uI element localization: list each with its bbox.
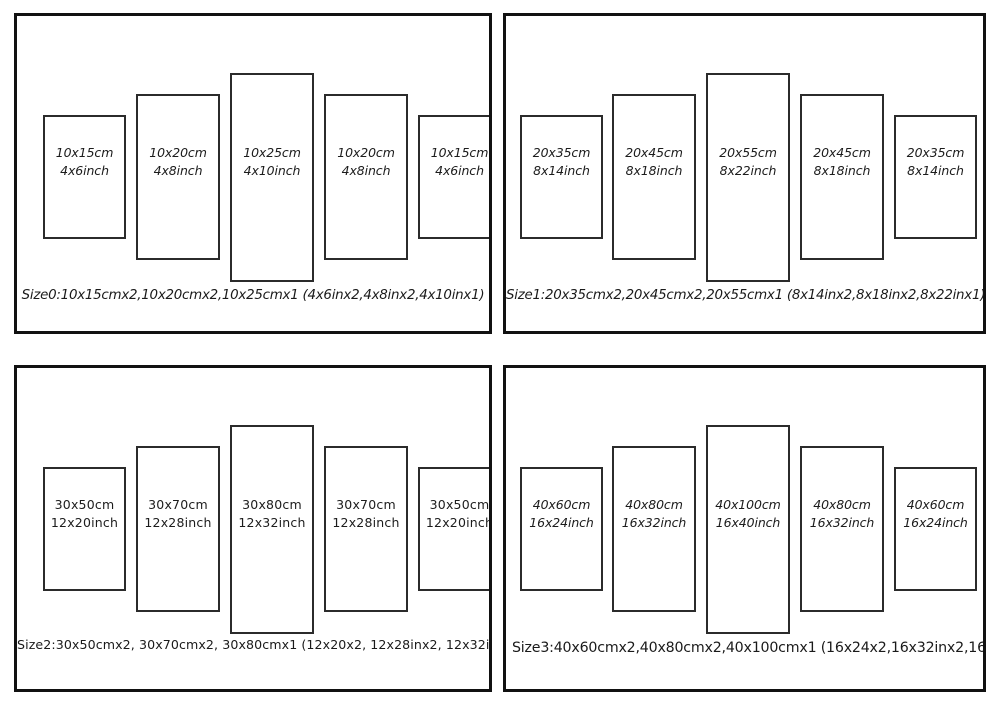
canvas-frame[interactable] — [800, 94, 884, 260]
canvas-frame[interactable] — [418, 115, 489, 239]
panel-caption-size0: Size0:10x15cmx2,10x20cmx2,10x25cmx1 (4x6… — [21, 288, 485, 303]
canvas-frame[interactable] — [612, 446, 696, 612]
canvas-frame[interactable] — [800, 446, 884, 612]
canvas-frame[interactable] — [520, 467, 603, 591]
canvas-frame[interactable] — [324, 446, 408, 612]
panel-caption-size3: Size3:40x60cmx2,40x80cmx2,40x100cmx1 (16… — [512, 640, 986, 656]
canvas-frame[interactable] — [612, 94, 696, 260]
canvas-frame[interactable] — [43, 115, 126, 239]
panel-caption-size2: Size2:30x50cmx2, 30x70cmx2, 30x80cmx1 (1… — [17, 637, 492, 652]
canvas-frame[interactable] — [520, 115, 603, 239]
panel-caption-size1: Size1:20x35cmx2,20x45cmx2,20x55cmx1 (8x1… — [506, 288, 986, 303]
canvas-frame[interactable] — [418, 467, 489, 591]
canvas-frame[interactable] — [706, 73, 790, 282]
canvas-frame[interactable] — [136, 446, 220, 612]
canvas-frame[interactable] — [43, 467, 126, 591]
canvas-frame[interactable] — [230, 73, 314, 282]
canvas-frame[interactable] — [324, 94, 408, 260]
canvas-frame[interactable] — [706, 425, 790, 634]
canvas-frame[interactable] — [136, 94, 220, 260]
canvas-frame[interactable] — [230, 425, 314, 634]
canvas-frame[interactable] — [894, 467, 977, 591]
canvas-frame[interactable] — [894, 115, 977, 239]
